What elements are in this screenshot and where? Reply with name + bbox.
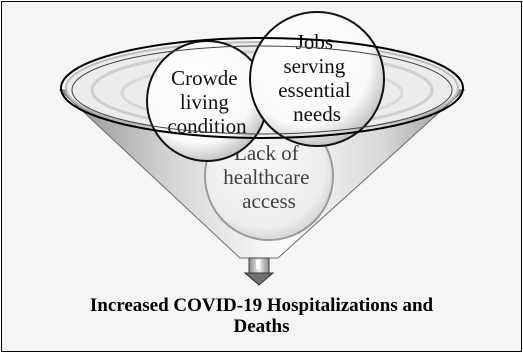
outcome-label: Increased COVID-19 Hospitalizations and … xyxy=(2,295,521,337)
factor-label-jobs: Jobs serving essential needs xyxy=(278,30,356,126)
factor-label-crowded: Crowde living condition xyxy=(167,66,247,138)
spout-highlight xyxy=(256,260,260,269)
factor-line: serving xyxy=(283,54,345,78)
factor-line: access xyxy=(242,189,296,213)
factor-line: needs xyxy=(293,102,341,126)
factor-line: healthcare xyxy=(223,165,309,189)
factor-line: Jobs xyxy=(296,30,333,54)
factor-circle-jobs: Jobs serving essential needs xyxy=(249,11,385,147)
factor-circle-crowded: Crowde living condition xyxy=(146,40,268,162)
funnel-rim xyxy=(60,37,464,139)
outcome-line-1: Increased COVID-19 Hospitalizations and xyxy=(89,295,434,316)
outcome-line-2: Deaths xyxy=(233,316,290,337)
factor-line: living xyxy=(180,90,230,114)
factor-line: essential xyxy=(278,78,350,102)
funnel-rim-inner xyxy=(71,45,453,135)
factor-line: Crowde xyxy=(171,66,238,90)
down-arrow-icon xyxy=(243,272,275,286)
